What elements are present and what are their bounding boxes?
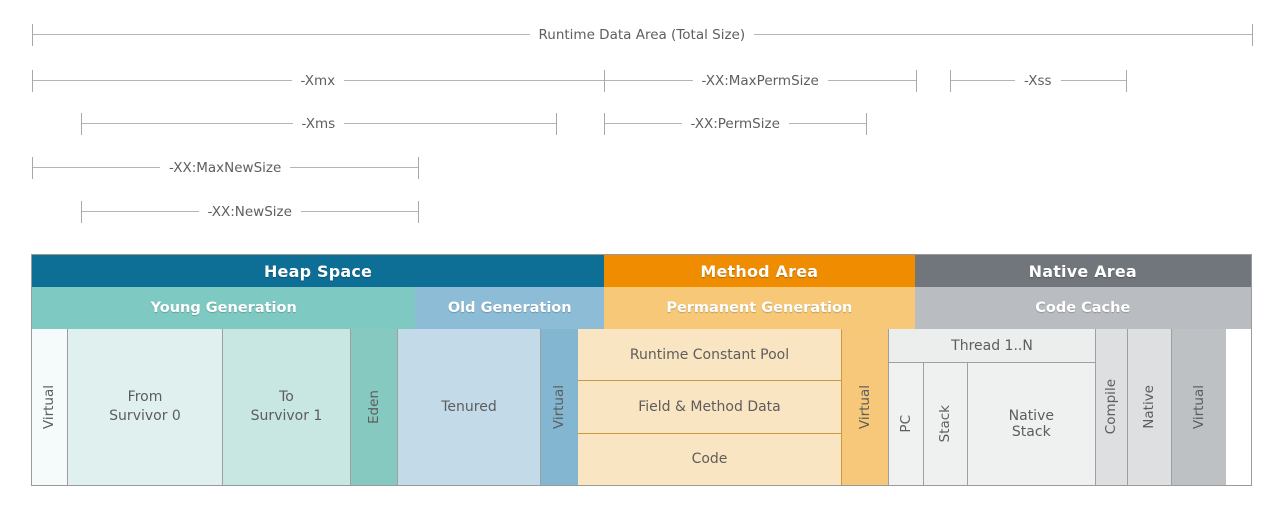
ruler-3: -Xss (0, 68, 1272, 94)
ruler-label: -XX:PermSize (681, 111, 789, 137)
ruler-cap-right (1126, 70, 1127, 92)
ruler-label: -Xss (1015, 68, 1061, 94)
sub-header-old-generation: Old Generation (415, 287, 605, 329)
ruler-cap-right (916, 70, 917, 92)
ruler-cap-left (604, 113, 605, 135)
ruler-cap-left (950, 70, 951, 92)
ruler-cap-right (1252, 24, 1253, 46)
ruler-label: -XX:NewSize (198, 199, 301, 225)
thread-column-stack: Stack (923, 363, 968, 485)
thread-column-pc: PC (889, 363, 924, 485)
top-header-method-area: Method Area (604, 255, 915, 287)
cell-label: Compile (1103, 379, 1120, 435)
ruler-cap-left (32, 157, 33, 179)
sub-header-code-cache: Code Cache (914, 287, 1251, 329)
ruler-cap-right (556, 113, 557, 135)
thread-header: Thread 1..N (889, 329, 1095, 363)
ruler-cap-right (866, 113, 867, 135)
top-header-heap-space: Heap Space (32, 255, 605, 287)
ruler-cap-left (81, 201, 82, 223)
ruler-cap-right (418, 157, 419, 179)
ruler-5: -XX:PermSize (0, 111, 1272, 137)
native-tail-columns: Compile Native Virtual (1096, 329, 1226, 485)
method-area-virtual-label: Virtual (856, 384, 873, 430)
ruler-cap-left (32, 70, 33, 92)
ruler-cap-left (604, 70, 605, 92)
method-area-row: Runtime Constant Pool (578, 329, 841, 382)
cell-label: PC (897, 415, 914, 433)
native-column-virtual: Virtual (1172, 329, 1226, 485)
cell-label: Eden (365, 390, 382, 424)
ruler-0: Runtime Data Area (Total Size) (0, 22, 1272, 48)
ruler-label: -Xms (292, 111, 345, 137)
cell-label: Native (1141, 385, 1158, 429)
ruler-label: -XX:MaxNewSize (160, 155, 291, 181)
sub-header-permanent-generation: Permanent Generation (604, 287, 915, 329)
ruler-label: -XX:MaxPermSize (692, 68, 828, 94)
ruler-1: -Xmx (0, 68, 1272, 94)
method-area-row: Field & Method Data (578, 381, 841, 434)
measurement-rulers: Runtime Data Area (Total Size) -Xmx -XX:Ma… (0, 0, 1272, 240)
top-header-native-area: Native Area (914, 255, 1251, 287)
ruler-cap-left (81, 113, 82, 135)
sub-header-young-generation: Young Generation (32, 287, 416, 329)
cell-label: Tenured (441, 398, 497, 415)
ruler-6: -XX:MaxNewSize (0, 155, 1272, 181)
cell-label: Stack (937, 405, 954, 443)
cell-label: Virtual (1190, 384, 1207, 430)
method-area-virtual: Virtual (842, 329, 889, 485)
native-column-compile: Compile (1096, 329, 1128, 485)
ruler-4: -Xms (0, 111, 1272, 137)
ruler-cap-right (418, 201, 419, 223)
ruler-7: -XX:NewSize (0, 199, 1272, 225)
heap-cell-virtual: Virtual (32, 329, 68, 485)
cell-label: Virtual (551, 384, 568, 430)
ruler-label: -Xmx (291, 68, 345, 94)
heap-cell-tenured: Tenured (398, 329, 541, 485)
heap-cell-virtual: Virtual (541, 329, 578, 485)
ruler-label: Runtime Data Area (Total Size) (529, 22, 755, 48)
ruler-2: -XX:MaxPermSize (0, 68, 1272, 94)
ruler-cap-left (32, 24, 33, 46)
cell-label: Virtual (41, 384, 58, 430)
heap-cell-eden: Eden (351, 329, 398, 485)
native-column-native: Native (1128, 329, 1172, 485)
method-area-row: Code (578, 433, 841, 485)
